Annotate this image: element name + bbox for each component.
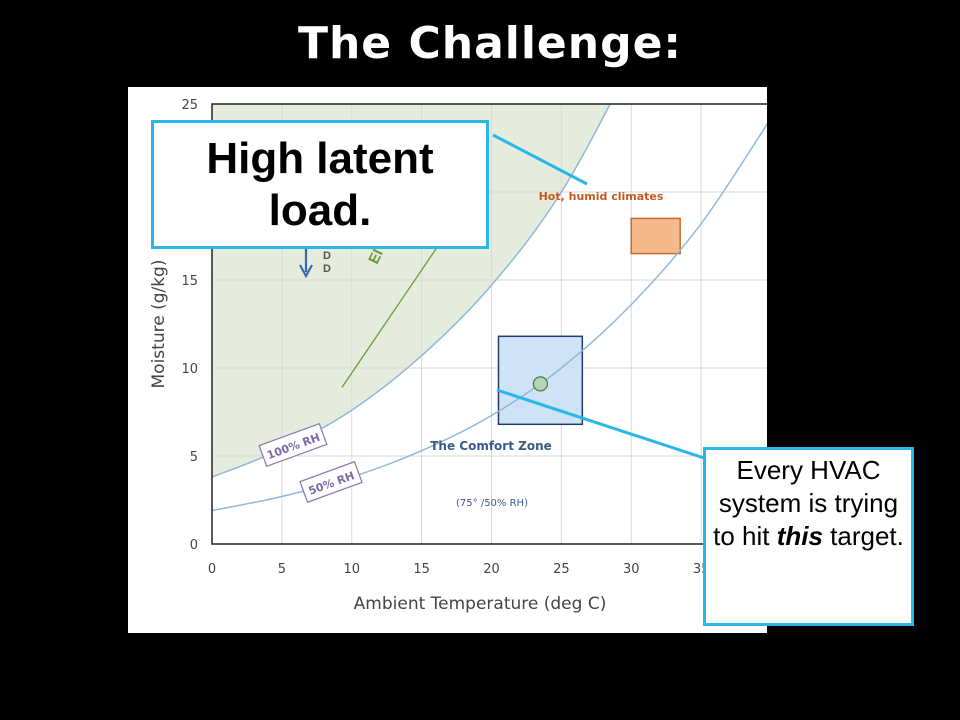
diagonal-green-line (341, 240, 442, 388)
x-tick-label: 15 (413, 562, 430, 577)
y-tick-label: 15 (181, 274, 198, 289)
x-tick-label: 5 (278, 562, 286, 577)
y-tick-label: 5 (190, 450, 198, 465)
hidden-green-letters: EI (365, 247, 386, 267)
x-tick-label: 10 (343, 562, 360, 577)
hidden-letters-1: D (323, 250, 331, 262)
y-tick-label: 25 (181, 98, 198, 113)
x-tick-label: 30 (623, 562, 640, 577)
rh-50-tag: 50% RH (299, 460, 363, 504)
callout-text-emphasis: this (776, 521, 823, 551)
y-tick-label: 10 (181, 362, 198, 377)
callout-text-before: Every HVAC system is trying to hit (713, 455, 899, 551)
callout-text-after: target. (822, 521, 904, 551)
slide-title: The Challenge: (297, 18, 683, 69)
comfort-zone-sublabel: (75° /50% RH) (456, 498, 528, 509)
x-tick-label: 20 (483, 562, 500, 577)
x-axis-title: Ambient Temperature (deg C) (354, 594, 607, 614)
comfort-zone-label: The Comfort Zone (430, 439, 552, 453)
comfort-target-point (532, 376, 549, 392)
down-arrow-icon (299, 245, 313, 279)
plot-frame (211, 103, 767, 545)
y-axis-title: Moisture (g/kg) (149, 260, 169, 389)
hidden-letters-2: D (323, 263, 331, 275)
high-latent-load-callout: High latent load. (151, 120, 489, 249)
hot-humid-box (630, 217, 681, 255)
hot-humid-label: Hot, humid climates (539, 190, 664, 203)
x-tick-label: 0 (208, 562, 216, 577)
hvac-target-callout: Every HVAC system is trying to hit this … (703, 447, 914, 626)
y-tick-label: 0 (190, 538, 198, 553)
x-tick-label: 25 (553, 562, 570, 577)
